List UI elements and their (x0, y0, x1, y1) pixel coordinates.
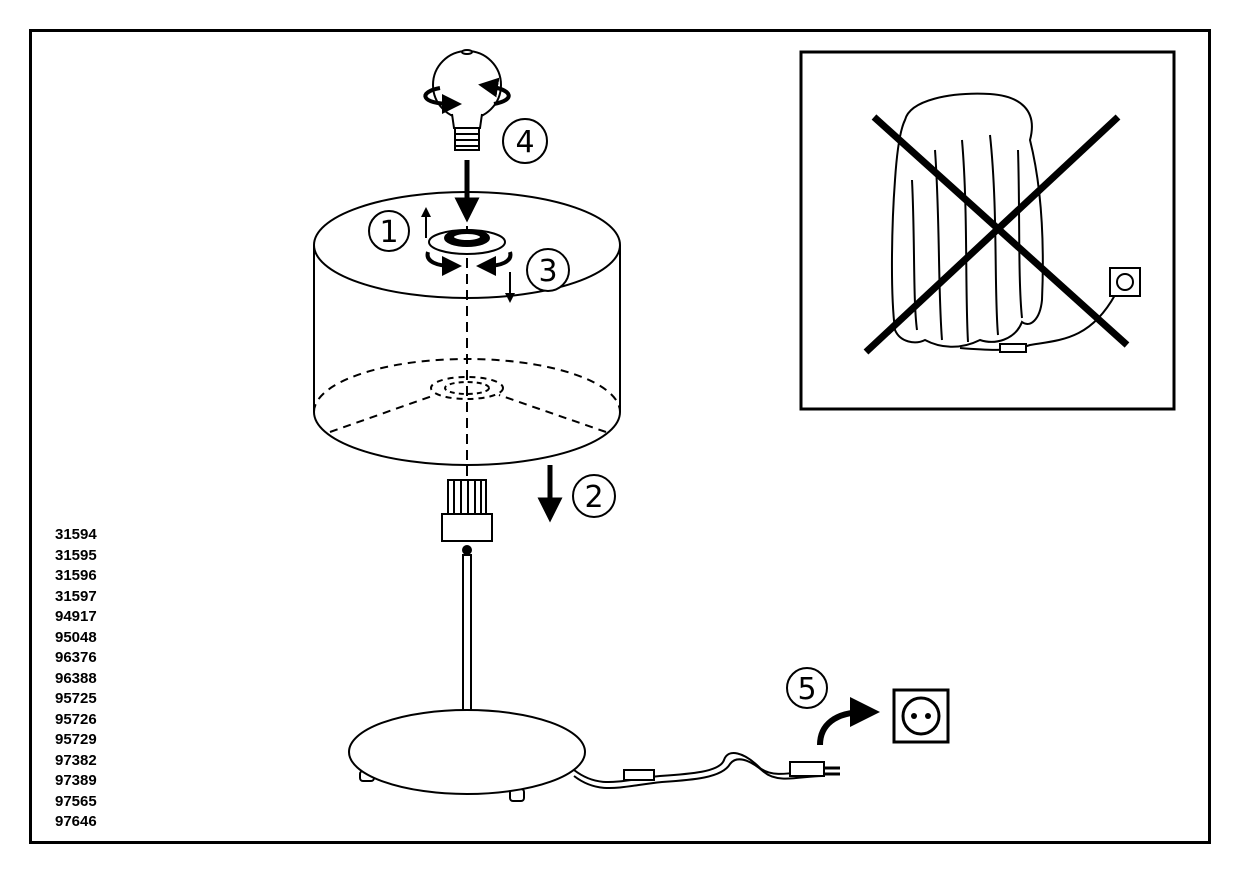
svg-text:3: 3 (538, 254, 557, 289)
warning-inset (799, 50, 1176, 411)
model-number: 97565 (55, 792, 97, 810)
model-number: 31594 (55, 526, 97, 543)
model-number: 97389 (55, 772, 97, 789)
rotate-ring-icon (425, 251, 513, 276)
model-number: 97646 (55, 813, 97, 830)
rotate-bulb-icon (423, 77, 511, 114)
shade-ring-nut (428, 229, 506, 255)
step-1-label: 1 (368, 210, 410, 252)
step-2-label: 2 (572, 474, 616, 518)
model-number: 97382 (55, 751, 97, 769)
step-4-label: 4 (502, 118, 548, 164)
model-number: 31597 (55, 587, 97, 605)
light-bulb (432, 49, 502, 151)
model-number: 95726 (55, 710, 97, 728)
covered-lamp-illustration (890, 92, 1141, 353)
model-number: 95729 (55, 731, 97, 748)
instruction-frame (29, 29, 1211, 844)
model-number: 96376 (55, 649, 97, 666)
svg-text:4: 4 (515, 125, 534, 160)
power-cable (573, 752, 840, 789)
model-number-list: 31594 31595 31596 31597 94917 95048 9637… (55, 525, 97, 833)
lamp-base (348, 709, 586, 802)
cross-out-icon (863, 114, 1130, 355)
model-number: 95048 (55, 628, 97, 646)
step-3-label: 3 (526, 248, 570, 292)
step-5-label: 5 (786, 667, 828, 709)
wall-socket-icon (892, 688, 950, 744)
lamp-shade (313, 191, 621, 480)
model-number: 31596 (55, 567, 97, 584)
plug-in-arrow (817, 697, 880, 746)
model-number: 96388 (55, 669, 97, 687)
svg-text:2: 2 (584, 480, 603, 515)
model-number: 94917 (55, 608, 97, 625)
model-number: 31595 (55, 546, 97, 564)
model-number: 95725 (55, 690, 97, 707)
svg-text:5: 5 (797, 672, 816, 707)
svg-text:1: 1 (379, 215, 398, 250)
lamp-socket (441, 479, 493, 555)
